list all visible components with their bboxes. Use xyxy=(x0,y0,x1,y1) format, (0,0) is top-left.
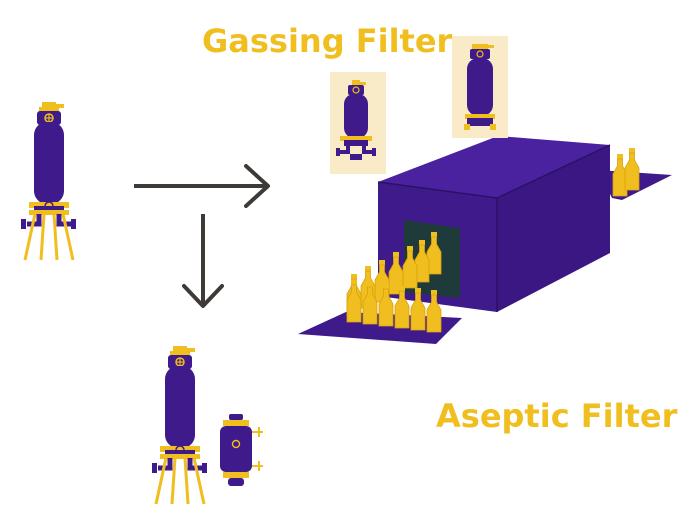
gassing-filter-label: Gassing Filter xyxy=(202,22,453,60)
aseptic-filter-label: Aseptic Filter xyxy=(436,397,678,435)
bottle-icon xyxy=(346,279,362,323)
bottle-icon xyxy=(624,147,640,191)
gassing-filter-1-icon xyxy=(330,72,386,174)
aseptic-filter-tall-icon xyxy=(152,346,207,504)
right-arrow-icon xyxy=(134,164,270,208)
source-filter-icon xyxy=(21,102,76,260)
bottle-group-right xyxy=(612,147,640,197)
aseptic-filter-compact-icon xyxy=(219,413,264,487)
down-arrow-icon xyxy=(182,214,224,308)
gassing-filter-2-icon xyxy=(452,36,508,138)
